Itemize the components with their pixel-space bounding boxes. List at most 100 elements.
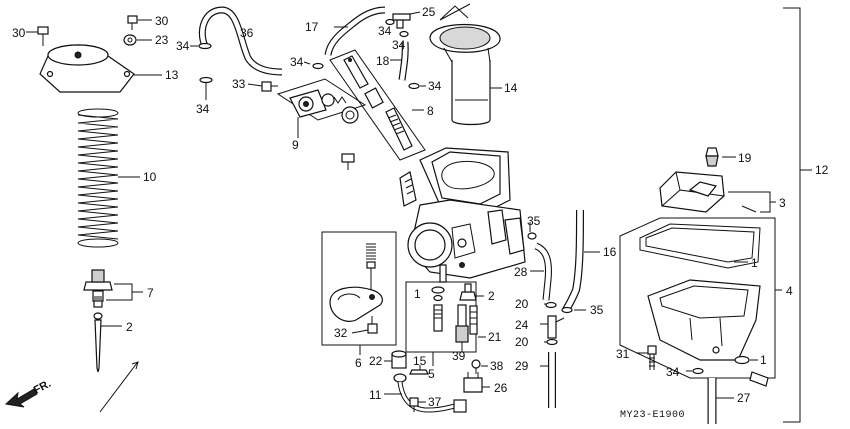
part-34-clip-f	[692, 367, 704, 375]
callout-2-plug: 2	[488, 289, 495, 303]
part-19-float-valve	[705, 147, 719, 167]
part-20-clip-lower	[546, 338, 558, 346]
callout-22: 22	[369, 354, 383, 368]
callout-34-d: 34	[378, 24, 392, 38]
diagram-code: MY23-E1900	[620, 410, 685, 421]
callout-9: 9	[292, 138, 299, 152]
callout-34-e: 34	[428, 79, 442, 93]
part-30-screw-left	[37, 26, 49, 46]
part-11-throttle-stop-cable	[393, 373, 467, 413]
callout-1-o-ring: 1	[760, 353, 767, 367]
part-32-screw	[367, 316, 378, 334]
callout-34-f: 34	[666, 365, 680, 379]
callout-19: 19	[738, 151, 752, 165]
group-4-float-bowl-outline	[619, 217, 776, 379]
part-7-needle-holder	[83, 269, 113, 308]
callout-35-lower: 35	[590, 303, 604, 317]
part-2-jet-needle	[93, 312, 103, 373]
part-34-clip-e	[408, 82, 420, 90]
group-8-outline	[329, 49, 426, 161]
callout-20-upper: 20	[515, 297, 529, 311]
callout-13: 13	[165, 68, 179, 82]
part-5-main-jet-assembly	[433, 304, 478, 343]
callout-33: 33	[232, 77, 246, 91]
callout-7: 7	[147, 286, 154, 300]
part-18-drain-hose	[398, 41, 409, 81]
part-1-o-ring-jet	[431, 286, 445, 302]
part-22-fitting	[391, 350, 407, 369]
callout-24: 24	[515, 318, 529, 332]
carburetor-body	[399, 147, 526, 283]
callout-8: 8	[427, 104, 434, 118]
part-35-clip-lower	[561, 306, 573, 314]
part-drain-screw	[749, 371, 769, 387]
callout-20-lower: 20	[515, 335, 529, 349]
part-17-fuel-hose	[324, 6, 386, 56]
part-34-clip-a	[198, 42, 212, 50]
callout-26: 26	[494, 381, 508, 395]
callout-21: 21	[488, 330, 502, 344]
part-26-bracket	[463, 372, 483, 393]
callout-23: 23	[155, 33, 169, 47]
callout-29: 29	[515, 359, 529, 373]
part-23-washer	[123, 34, 137, 46]
part-14-vacuum-piston	[429, 24, 501, 126]
callout-38: 38	[490, 359, 504, 373]
callout-37: 37	[428, 395, 442, 409]
callout-3: 3	[779, 196, 786, 210]
callout-36: 36	[240, 26, 254, 40]
part-10-spring	[77, 108, 119, 248]
part-1-bowl-o-ring	[734, 355, 750, 365]
part-3-float	[659, 171, 757, 213]
part-36-vent-hose	[198, 6, 283, 76]
part-25-hose-joint	[392, 13, 411, 29]
callout-12: 12	[815, 163, 829, 177]
part-28-hose	[534, 242, 552, 301]
part-20-clip-upper	[545, 301, 557, 309]
part-13-top-cover	[39, 44, 135, 93]
group-6-outline	[321, 231, 397, 346]
callout-25: 25	[422, 5, 436, 19]
part-2-plug	[459, 283, 477, 301]
callout-16: 16	[603, 245, 617, 259]
callout-35-upper: 35	[527, 214, 541, 228]
part-screw-body-top	[341, 153, 355, 170]
callout-28: 28	[514, 265, 528, 279]
part-34-clip-b	[199, 76, 213, 84]
callout-30-left: 30	[12, 26, 26, 40]
callout-34-b: 34	[196, 102, 210, 116]
part-16-overflow-hose	[562, 209, 584, 312]
callout-2-needle: 2	[126, 320, 133, 334]
part-24-joint	[547, 315, 565, 339]
callout-15: 15	[413, 354, 427, 368]
callout-34-a: 34	[176, 39, 190, 53]
callout-39: 39	[452, 349, 466, 363]
part-33-screw	[261, 81, 278, 92]
part-34-clip-c	[312, 62, 324, 70]
part-1-bowl-gasket	[639, 223, 761, 269]
bracket-12	[783, 7, 801, 423]
callout-4: 4	[786, 284, 793, 298]
callout-30-right: 30	[155, 14, 169, 28]
part-9-pump-cover	[289, 89, 359, 124]
callout-18: 18	[376, 54, 390, 68]
part-31-screw	[647, 345, 657, 370]
callout-31: 31	[616, 347, 630, 361]
callout-17: 17	[305, 20, 319, 34]
front-direction-label: FR.	[32, 378, 53, 397]
front-direction-arrow	[4, 388, 38, 408]
callout-6: 6	[355, 356, 362, 370]
callout-27: 27	[737, 391, 751, 405]
callout-14: 14	[504, 81, 518, 95]
part-35-clip-upper	[527, 232, 537, 240]
callout-34-c: 34	[290, 55, 304, 69]
part-4-float-bowl	[647, 279, 761, 361]
callout-1-gasket: 1	[751, 256, 758, 270]
part-38-screw	[471, 359, 481, 374]
callout-11: 11	[369, 388, 382, 402]
callout-32: 32	[334, 326, 348, 340]
callout-10: 10	[143, 170, 157, 184]
part-34-clip-d	[385, 18, 409, 38]
